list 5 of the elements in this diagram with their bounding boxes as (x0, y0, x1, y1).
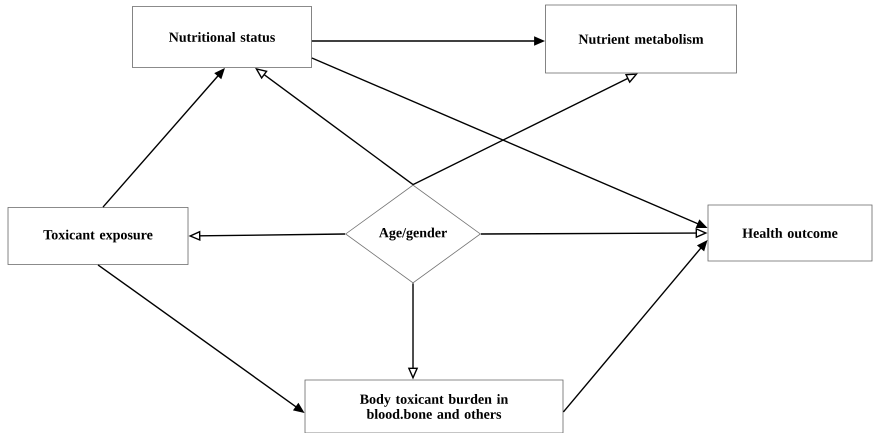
process-box: Body toxicant burden in blood.bone and others (304, 380, 564, 433)
process-box: Health outcome (708, 204, 872, 262)
process-box: Nutritional status (132, 6, 312, 68)
process-box: Toxicant exposure (8, 207, 188, 265)
process-box: Nutrient metabolism (545, 4, 737, 74)
